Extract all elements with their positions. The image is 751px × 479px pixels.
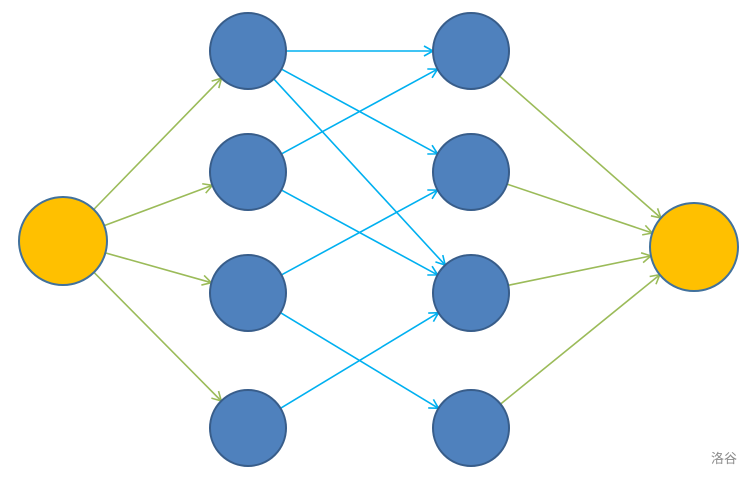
node-b3	[432, 254, 510, 332]
node-a2	[209, 133, 287, 211]
edge-s-a1	[93, 77, 223, 211]
edge-b1-t	[498, 75, 663, 220]
edge-s-a4	[93, 271, 223, 403]
nodes-layer	[18, 12, 739, 467]
node-b2	[432, 133, 510, 211]
edge-b3-t	[508, 252, 653, 287]
node-b4	[432, 389, 510, 467]
watermark: 洛谷	[710, 452, 737, 467]
edge-a1-b3	[273, 78, 447, 267]
node-a4	[209, 389, 287, 467]
edge-s-a3	[105, 252, 213, 286]
edges-layer	[93, 45, 663, 410]
edge-a3-b2	[281, 189, 440, 276]
node-s	[18, 196, 108, 286]
node-a3	[209, 254, 287, 332]
edge-b4-t	[499, 273, 662, 405]
node-t	[649, 202, 739, 292]
edge-b2-t	[506, 183, 654, 236]
node-a1	[209, 12, 287, 90]
edge-a4-b3	[280, 311, 440, 409]
node-b1	[432, 12, 510, 90]
edge-a2-b1	[281, 68, 440, 155]
edge-s-a2	[103, 182, 214, 227]
